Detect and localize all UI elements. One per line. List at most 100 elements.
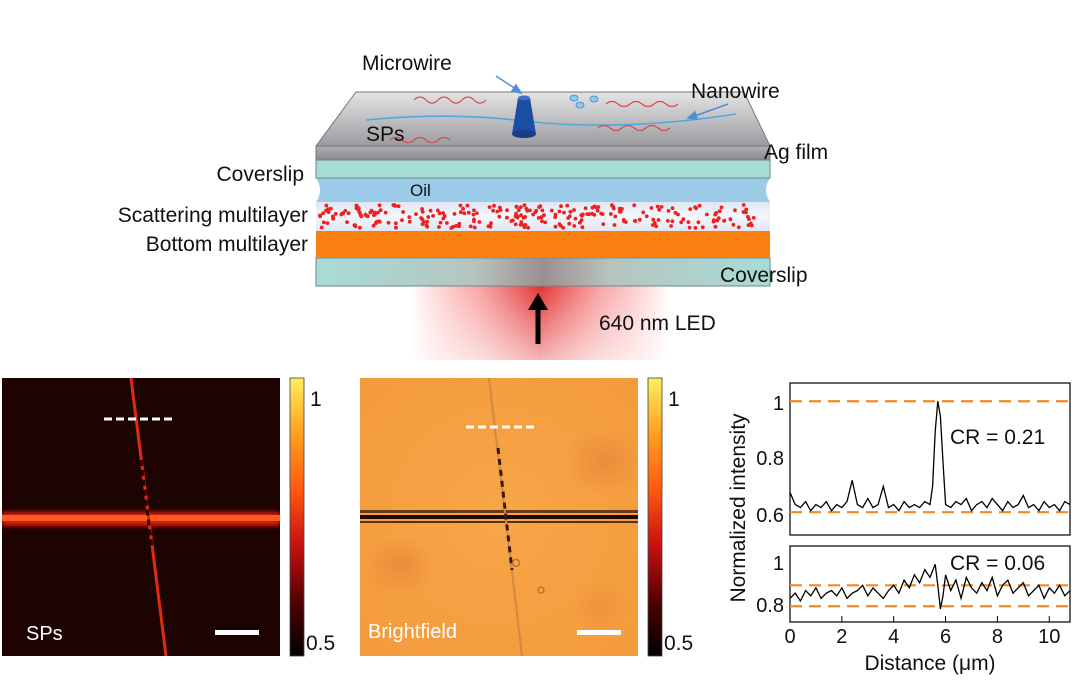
top-ytick-06: 0.6	[756, 505, 784, 527]
scatter-dot	[697, 203, 702, 208]
scattering-label: Scattering multilayer	[118, 204, 308, 227]
oil-layer	[316, 178, 770, 202]
sps-colorbar-max: 1	[310, 388, 322, 411]
scatter-dot	[651, 217, 656, 222]
scatter-dot	[515, 215, 520, 220]
scatter-dot	[722, 219, 726, 223]
scatter-dot	[565, 203, 570, 208]
scatter-dot	[649, 206, 654, 210]
scatter-dot	[438, 220, 443, 225]
brightfield-panel-label: Brightfield	[368, 621, 457, 643]
scatter-dot	[425, 224, 430, 229]
scatter-dot	[637, 217, 642, 222]
scatter-dot	[498, 208, 503, 213]
scatter-dot	[751, 215, 756, 220]
coverslip-top	[315, 159, 771, 179]
scatter-dot	[495, 209, 500, 214]
scatter-dot	[749, 223, 754, 228]
scatter-dot	[686, 220, 691, 225]
scatter-dot	[401, 210, 405, 214]
scatter-dot	[492, 203, 496, 208]
scatter-dot	[514, 211, 518, 216]
brightfield-colorbar	[647, 377, 663, 657]
scatter-dot	[659, 205, 664, 209]
scatter-dot	[396, 204, 401, 209]
scatter-dot	[454, 224, 459, 228]
scatter-dot	[462, 211, 467, 216]
scatter-dot	[386, 220, 391, 225]
scatter-dot	[383, 210, 388, 215]
x-tick-label: 4	[888, 626, 899, 648]
scatter-dot	[449, 226, 454, 230]
scatter-dot	[693, 226, 698, 230]
scatter-dot	[609, 212, 613, 216]
scatter-dot	[392, 203, 397, 208]
scatter-dot	[620, 207, 624, 211]
x-tick-label: 2	[836, 626, 847, 648]
scatter-dot	[693, 205, 697, 210]
scatter-dot	[714, 211, 719, 215]
scatter-dot	[458, 210, 463, 215]
x-tick-label: 0	[784, 626, 795, 648]
nanowire-label: Nanowire	[691, 80, 780, 103]
scatter-dot	[543, 220, 548, 225]
bottom-plot-frame	[789, 545, 1071, 623]
sps-colorbar-min: 0.5	[306, 632, 335, 655]
scatter-dot	[590, 205, 595, 210]
scatter-dot	[540, 219, 544, 224]
scatter-dot	[741, 203, 746, 207]
scatter-dot	[644, 214, 649, 219]
scatter-dot	[378, 208, 383, 213]
scatter-dot	[516, 208, 521, 213]
scatter-dot	[371, 223, 376, 228]
scatter-dot	[376, 210, 380, 215]
scatter-dot	[744, 207, 749, 212]
scatter-dot	[441, 216, 446, 221]
scatter-dot	[419, 216, 423, 220]
scatter-dot	[437, 211, 442, 216]
scatter-dot	[472, 225, 477, 230]
scatter-dot	[592, 213, 597, 217]
scatter-dot	[393, 221, 398, 226]
scatter-dot	[394, 225, 398, 230]
scatter-dot	[345, 220, 349, 225]
sp-waves	[389, 96, 679, 144]
scatter-dot	[352, 223, 357, 228]
scatter-dot	[585, 212, 590, 217]
scatter-dot	[466, 210, 471, 215]
scatter-dot	[561, 225, 565, 230]
intensity-profile-line	[789, 401, 1071, 512]
scatter-dot	[655, 204, 660, 209]
scatter-dot	[717, 209, 722, 214]
scatter-dot	[540, 208, 545, 213]
scatter-dot	[641, 210, 646, 215]
scatter-dot	[420, 207, 424, 211]
scatter-dot	[711, 218, 716, 223]
scatter-dot	[573, 216, 578, 221]
scatter-dot	[321, 220, 326, 225]
scatter-dot	[578, 220, 582, 225]
sps-panel-label: SPs	[26, 623, 63, 645]
scatter-dot	[522, 203, 527, 208]
scatter-dot	[666, 209, 671, 213]
brightfield-image-panel: Brightfield 1 0.5	[360, 377, 693, 657]
ag-film-label: Ag film	[764, 141, 828, 164]
scatter-dot	[553, 224, 558, 229]
scatter-dot	[610, 203, 614, 208]
led-arrow	[528, 293, 548, 344]
scatter-dot	[567, 221, 572, 226]
scatter-dot	[613, 214, 618, 219]
scatter-dot	[319, 225, 324, 230]
scatter-dot	[400, 218, 404, 223]
schematic: 640 nm LED Coverslip Oil	[118, 52, 828, 360]
intensity-profile-line	[789, 564, 1071, 610]
scatter-dot	[431, 214, 435, 218]
microwire-label: Microwire	[362, 52, 452, 75]
scatter-dot	[572, 224, 577, 228]
scatter-dot	[343, 209, 348, 213]
scatter-dot	[321, 211, 325, 216]
scatter-dot	[572, 208, 576, 212]
scatter-dot	[670, 206, 675, 211]
